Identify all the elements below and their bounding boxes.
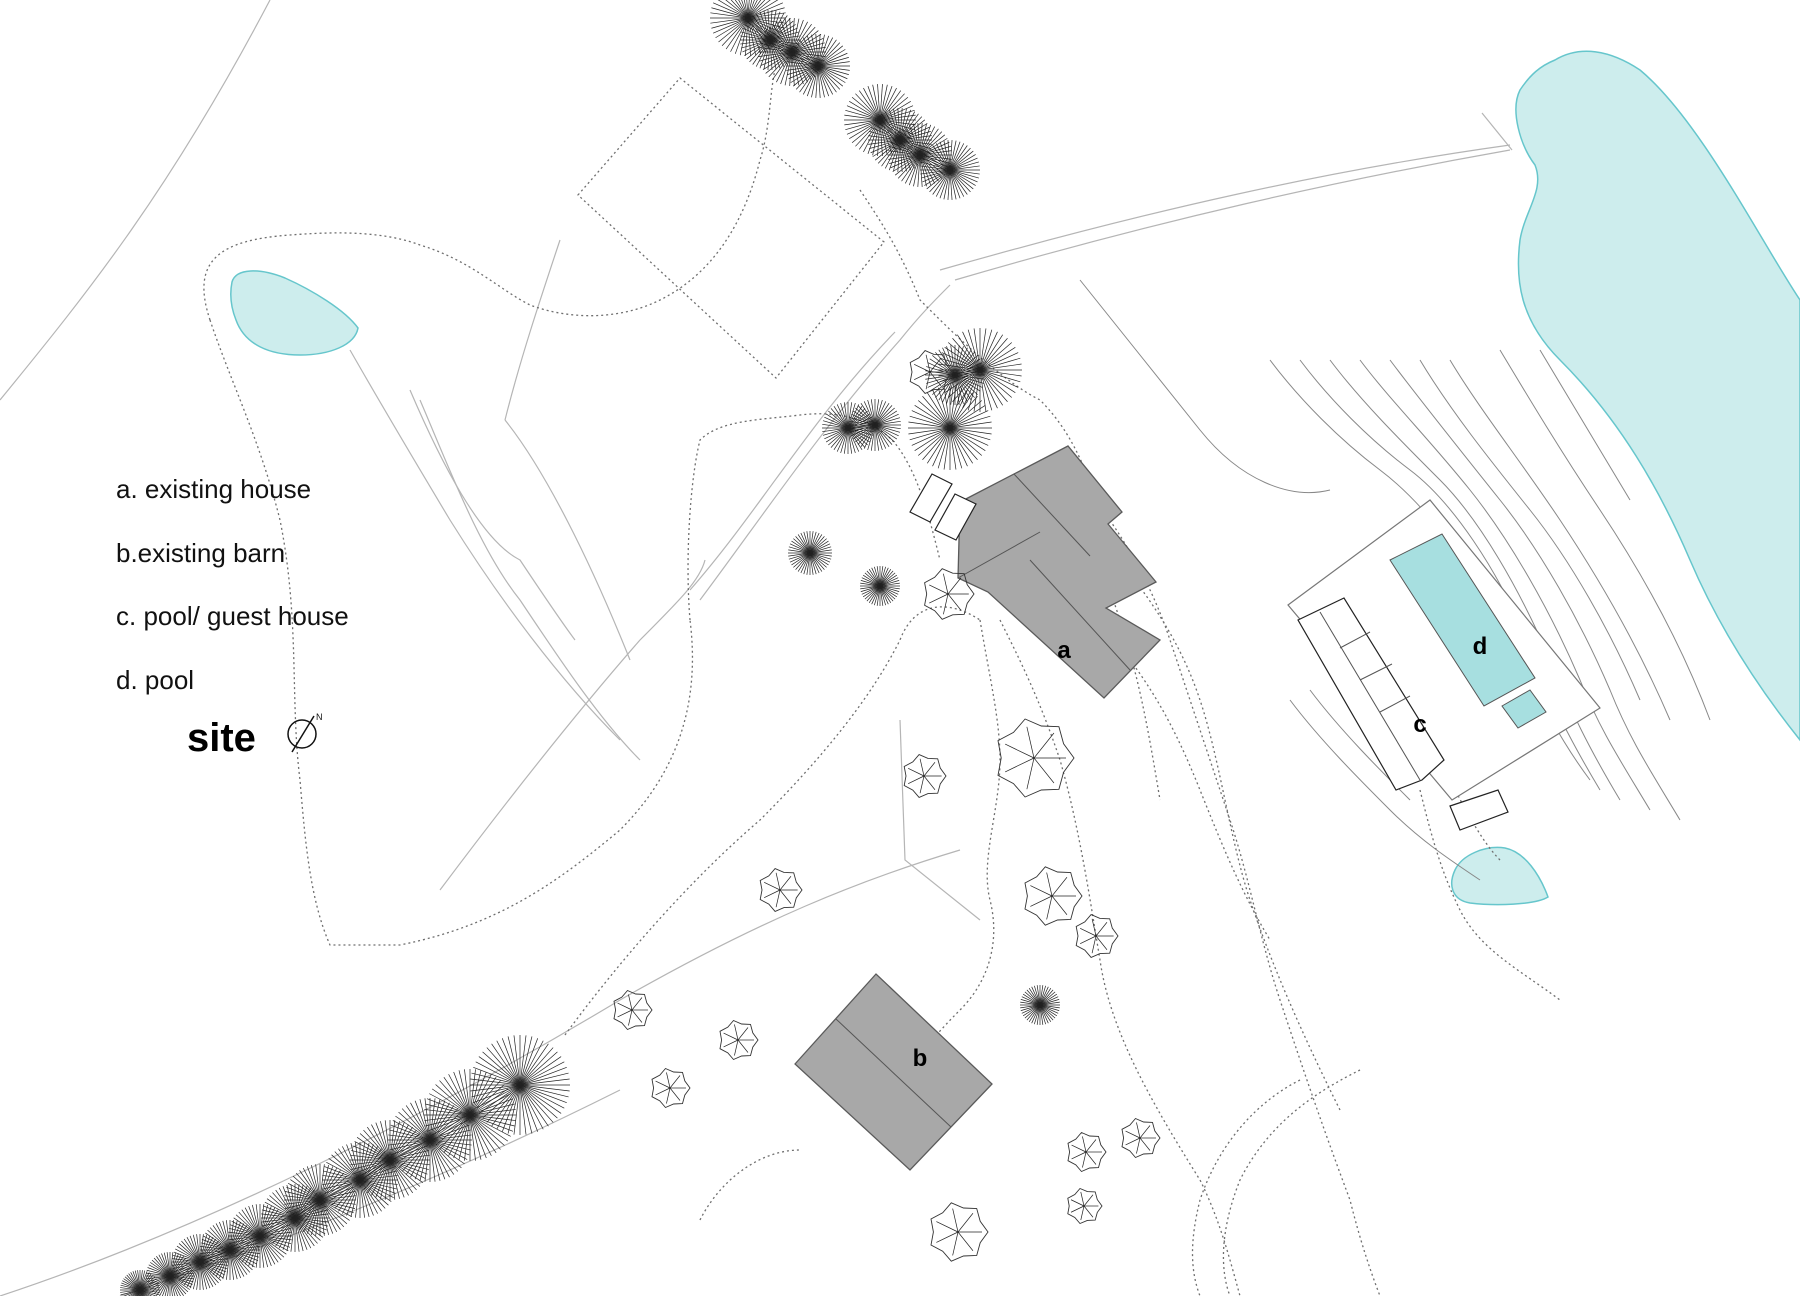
legend-item-c: c. pool/ guest house xyxy=(116,601,349,631)
pool-d xyxy=(1389,533,1536,707)
site-title: site xyxy=(187,716,256,760)
tree-icon xyxy=(908,386,992,470)
legend-item-a: a. existing house xyxy=(116,474,311,504)
tree-icon xyxy=(758,18,826,86)
tree-icon xyxy=(920,140,980,200)
tree-icon xyxy=(228,1204,292,1268)
tree-icon xyxy=(1020,985,1060,1025)
label-d: d xyxy=(1473,633,1488,660)
tree-icon xyxy=(651,1067,691,1109)
tree-icon xyxy=(1075,914,1119,958)
tree-icon xyxy=(200,1220,260,1280)
building-b: b xyxy=(794,973,993,1171)
tree-icon xyxy=(470,1035,570,1135)
tree-icon xyxy=(930,1202,989,1262)
lake xyxy=(1515,50,1800,742)
trees xyxy=(120,0,1161,1296)
court-outline xyxy=(577,77,885,379)
tree-icon xyxy=(909,350,953,394)
north-arrow-icon: N xyxy=(287,712,323,753)
tree-icon xyxy=(261,1184,329,1252)
guest-house-c xyxy=(1297,597,1445,791)
building-a: a xyxy=(957,445,1162,699)
tree-icon xyxy=(1024,866,1083,926)
legend-item-d: d. pool xyxy=(116,665,194,695)
tree-icon xyxy=(613,989,653,1031)
tree-icon xyxy=(146,1252,194,1296)
legend-item-b: b.existing barn xyxy=(116,538,285,568)
label-c: c xyxy=(1413,711,1426,738)
pond-west xyxy=(230,270,359,356)
tree-icon xyxy=(322,1142,398,1218)
legend: a. existing house b.existing barn c. poo… xyxy=(116,474,349,760)
tree-icon xyxy=(860,566,900,606)
tree-icon xyxy=(903,754,947,798)
tree-icon xyxy=(1067,1187,1103,1225)
tree-icon xyxy=(1121,1117,1161,1159)
north-letter: N xyxy=(316,712,323,722)
label-b: b xyxy=(913,1045,928,1072)
tree-icon xyxy=(997,718,1075,798)
tree-icon xyxy=(788,531,832,575)
tree-icon xyxy=(719,1019,759,1061)
property-lines xyxy=(0,0,1513,1296)
tree-icon xyxy=(822,402,874,454)
tree-icon xyxy=(1067,1131,1107,1173)
pond-east xyxy=(1451,846,1549,906)
parked-cars xyxy=(909,473,977,541)
pool-area: d c xyxy=(1287,499,1601,831)
tree-icon xyxy=(759,868,803,912)
tree-icon xyxy=(786,34,850,98)
label-a: a xyxy=(1057,637,1071,664)
tree-icon xyxy=(924,568,975,620)
tree-icon xyxy=(120,1270,160,1296)
tree-icon xyxy=(849,399,901,451)
